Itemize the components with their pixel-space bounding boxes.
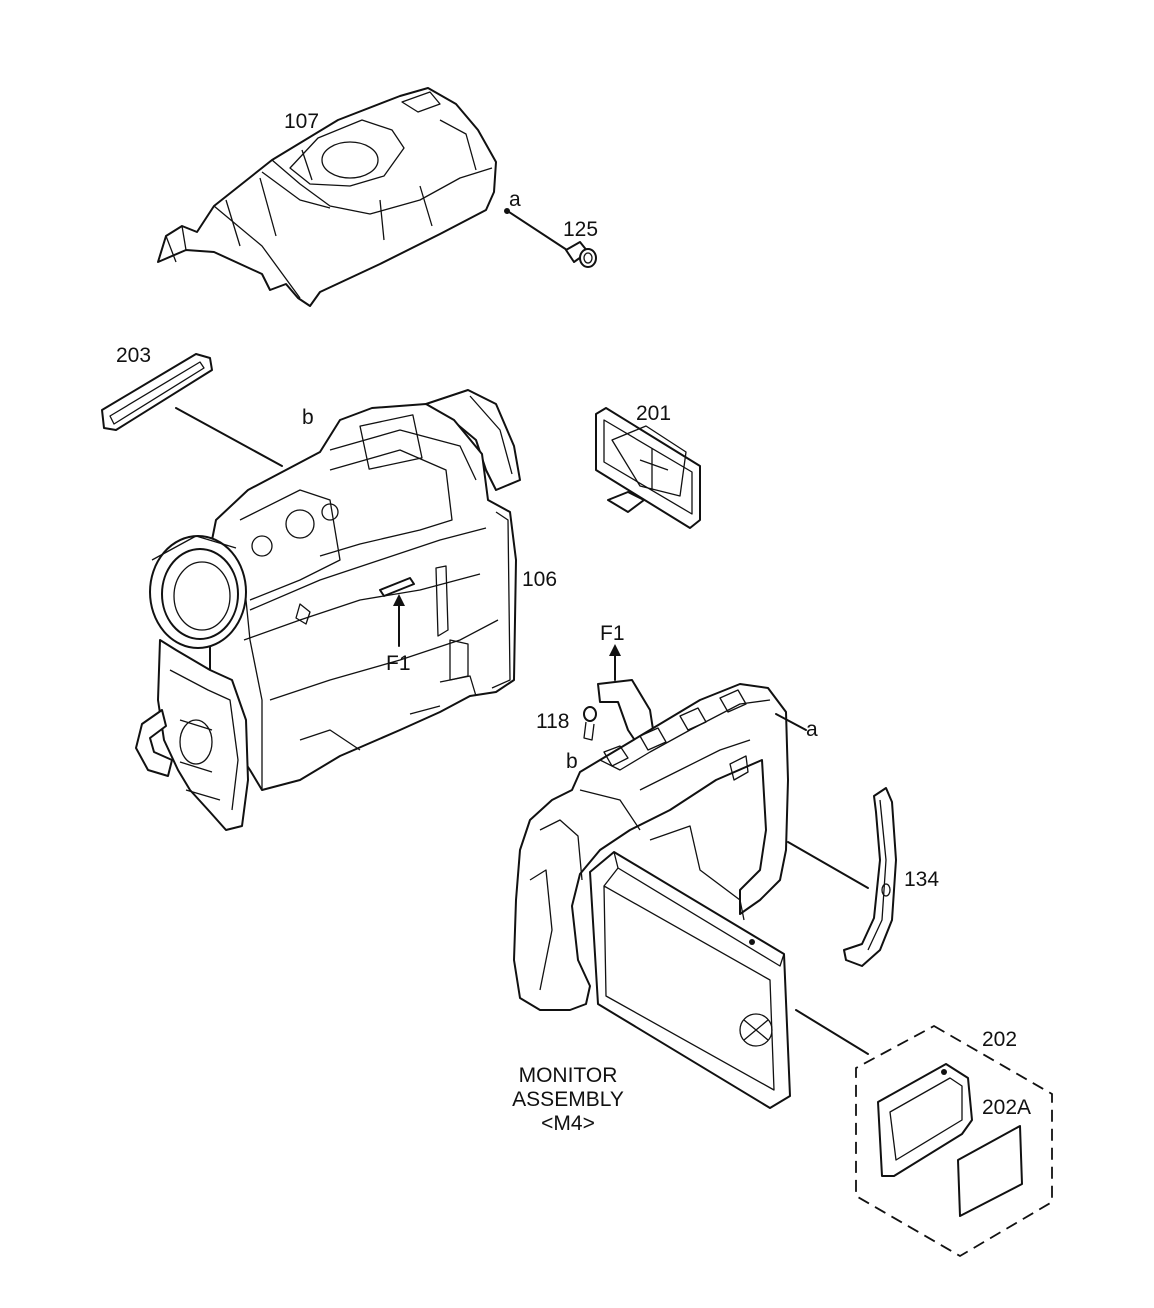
leader-line xyxy=(795,1009,869,1055)
leader-line xyxy=(175,407,283,467)
label-monitor: MONITOR xyxy=(519,1064,618,1087)
main-body-106 xyxy=(135,389,521,831)
label-point-a-monitor: a xyxy=(806,718,818,741)
leader-line xyxy=(505,209,571,253)
label-assembly: ASSEMBLY xyxy=(512,1088,624,1111)
label-118: 118 xyxy=(536,710,569,733)
label-134: 134 xyxy=(904,868,939,891)
small-part-118 xyxy=(583,706,597,741)
label-106: 106 xyxy=(522,568,557,591)
label-203: 203 xyxy=(116,344,151,367)
label-202a: 202A xyxy=(982,1096,1031,1119)
label-point-b-monitor: b xyxy=(566,750,578,773)
label-point-a-top: a xyxy=(509,188,521,211)
label-107: 107 xyxy=(284,110,319,133)
label-202: 202 xyxy=(982,1028,1017,1051)
screw-125 xyxy=(565,241,597,268)
monitor-cable-arrow xyxy=(609,644,621,681)
monitor-assembly xyxy=(513,683,791,1109)
side-strip-203 xyxy=(101,353,213,431)
part-labels: 107 a 125 203 b 201 106 F1 F1 118 b a 13… xyxy=(116,110,1031,1135)
leader-line xyxy=(787,841,869,889)
label-125: 125 xyxy=(563,218,598,241)
label-m4: <M4> xyxy=(541,1112,595,1135)
body-cable-arrow xyxy=(393,594,405,647)
label-point-b-body: b xyxy=(302,406,314,429)
label-201: 201 xyxy=(636,402,671,425)
card-set-202 xyxy=(855,1024,1053,1258)
cover-plate-201 xyxy=(595,407,701,529)
leader-line xyxy=(775,713,807,731)
top-cover-107 xyxy=(157,87,497,307)
label-f1-monitor: F1 xyxy=(600,622,625,645)
label-f1-body: F1 xyxy=(386,652,411,675)
side-strap-134 xyxy=(843,787,897,967)
